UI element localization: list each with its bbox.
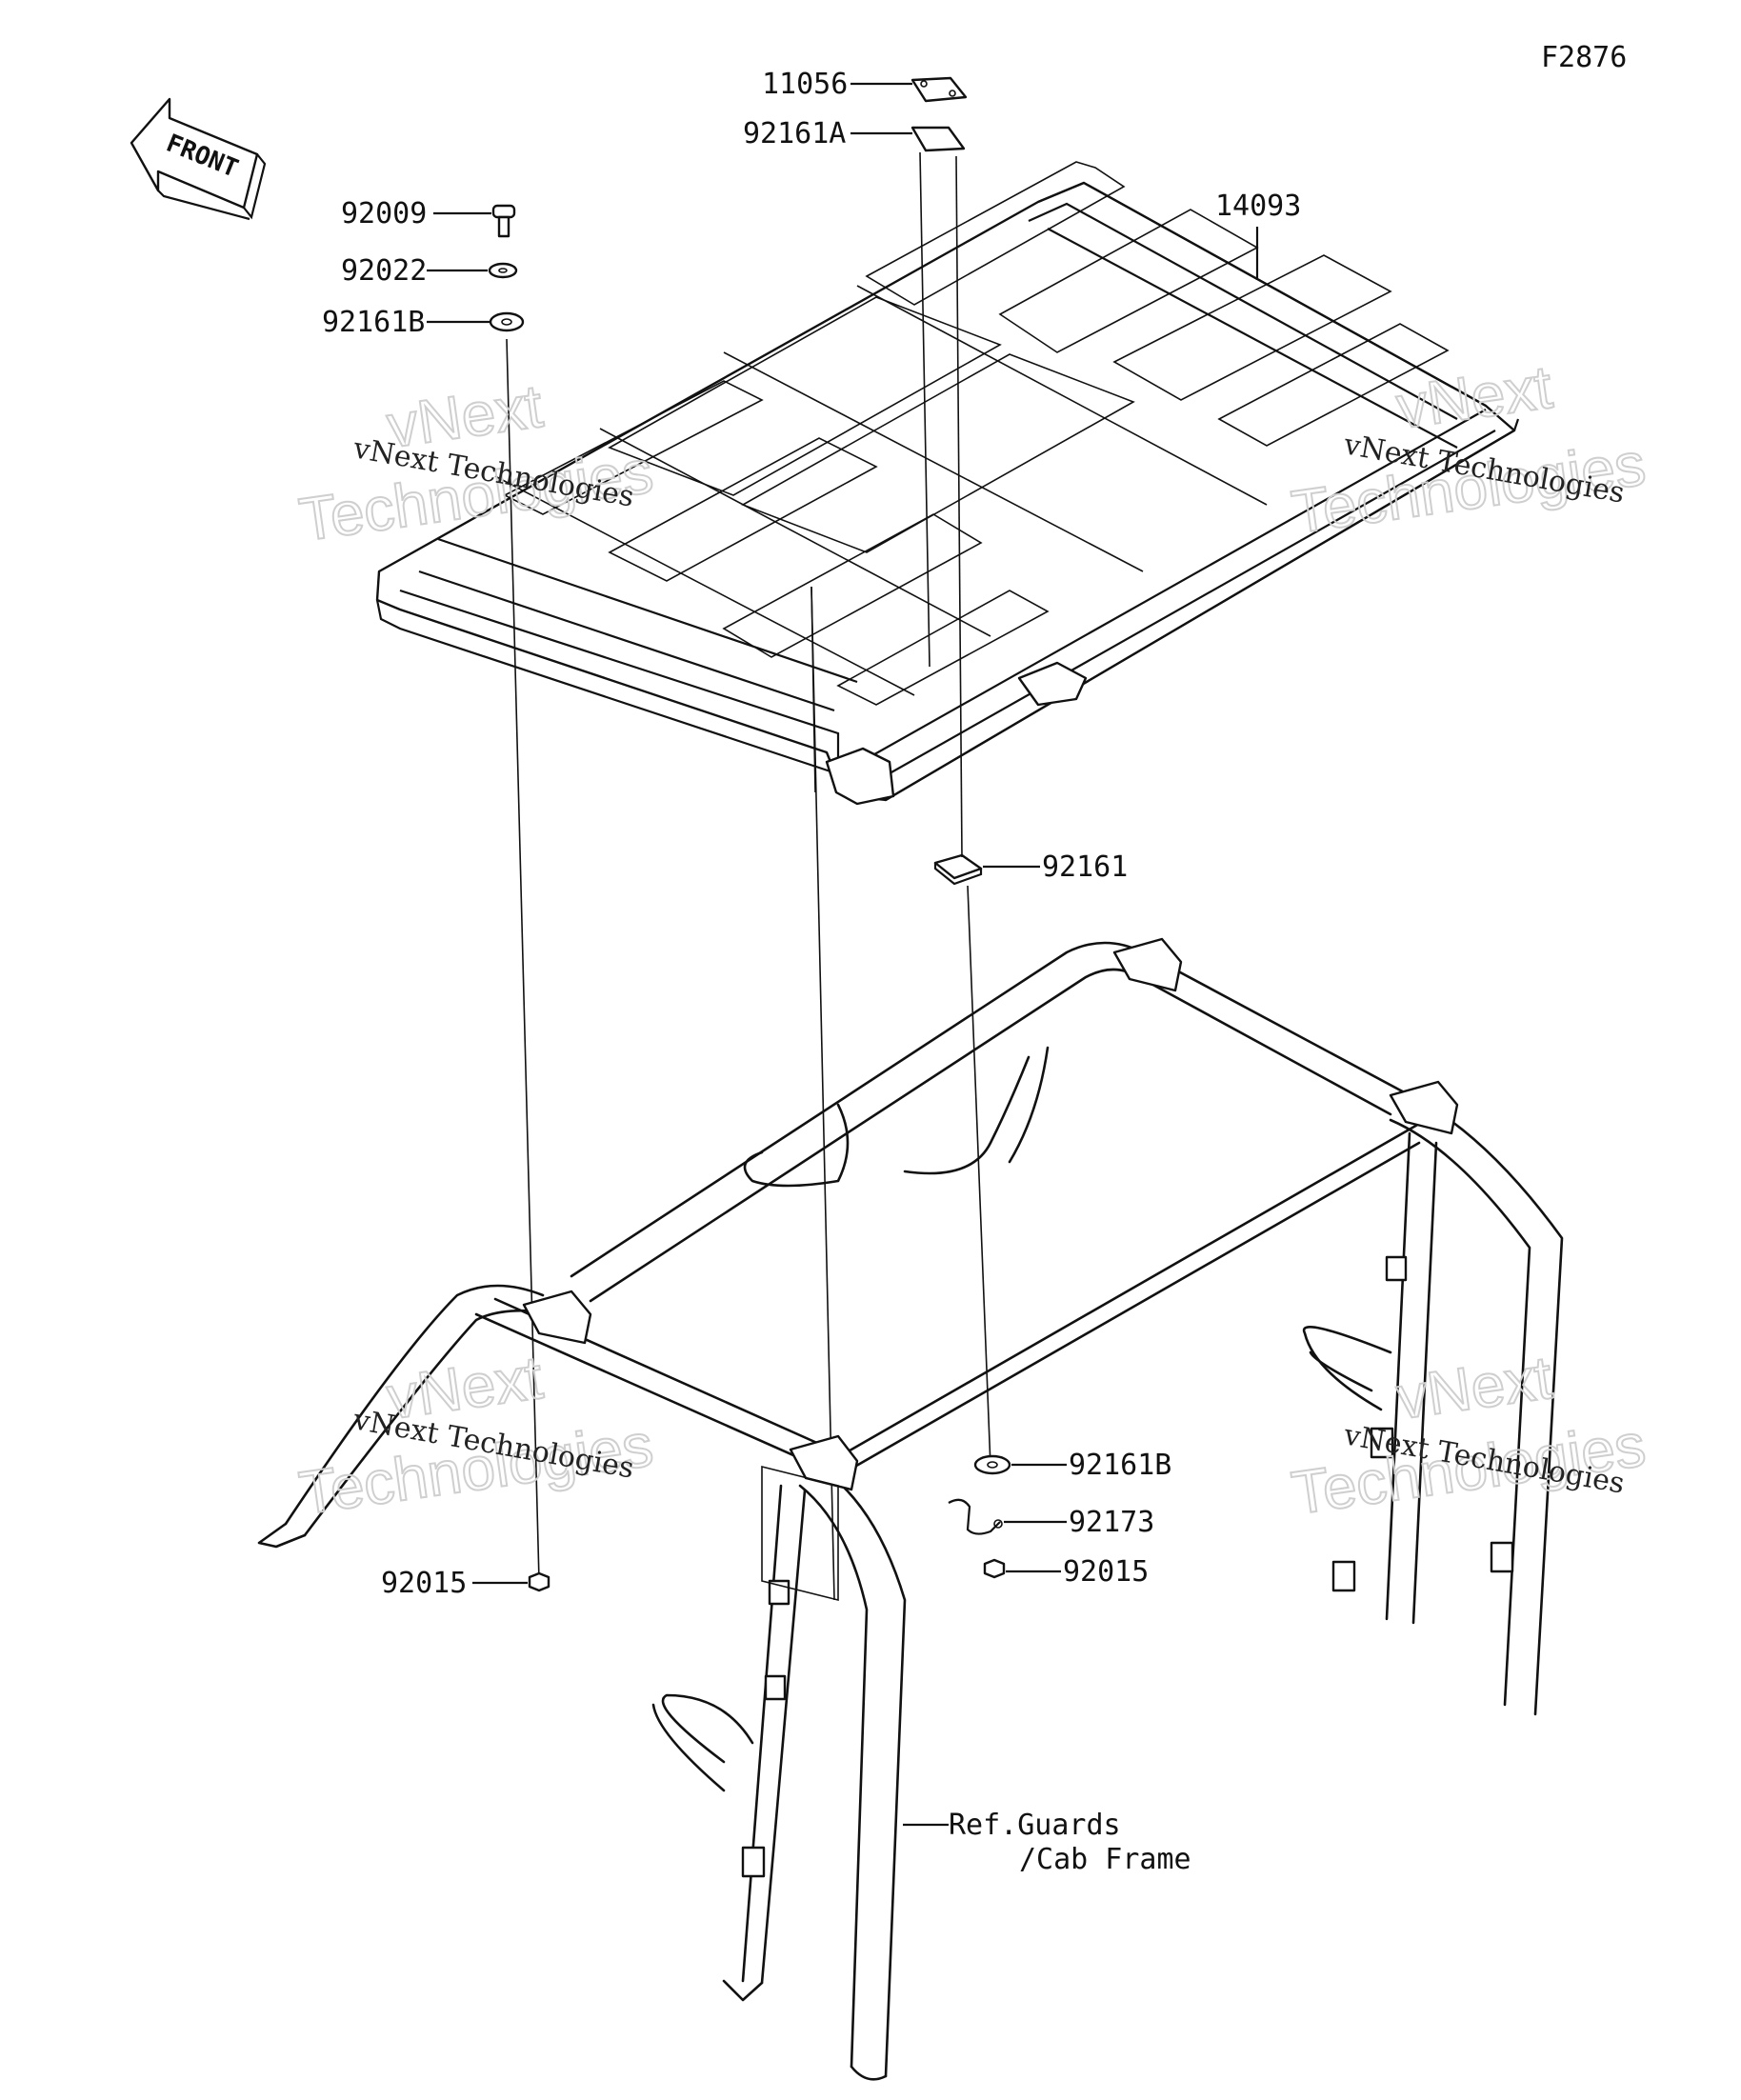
roof-panel-14093 — [375, 161, 1520, 806]
bolt-92009-icon — [491, 204, 516, 238]
label-92015-right: 92015 — [1063, 1555, 1149, 1589]
label-92161: 92161 — [1042, 850, 1128, 884]
label-92161A: 92161A — [743, 117, 846, 150]
label-92015-left: 92015 — [381, 1567, 467, 1600]
front-arrow-icon: FRONT — [130, 97, 267, 221]
assembly-line-mid-b — [810, 586, 816, 793]
pad-92161-icon — [933, 853, 983, 886]
pad-92161B-top-icon — [489, 311, 525, 332]
watermark-4: vNext Technologies vNext Technologies — [1287, 1342, 1651, 1529]
ref-label-line1: Ref.Guards — [949, 1809, 1121, 1842]
label-92009: 92009 — [341, 197, 427, 230]
label-92161B-top: 92161B — [322, 306, 425, 339]
pad-92161A-icon — [911, 126, 966, 152]
svg-text:vNext: vNext — [1392, 1343, 1556, 1432]
label-11056: 11056 — [762, 68, 848, 101]
nut-92015-left-icon — [528, 1571, 550, 1592]
figure-code: F2876 — [1541, 41, 1627, 74]
cab-frame — [257, 937, 1564, 2081]
assembly-line-right — [967, 885, 991, 1468]
label-92161B-bottom: 92161B — [1069, 1449, 1171, 1482]
assembly-line-center-b — [955, 155, 963, 858]
label-14093: 14093 — [1215, 190, 1301, 223]
label-92173: 92173 — [1069, 1506, 1154, 1539]
plate-11056-icon — [911, 76, 968, 103]
nut-92015-right-icon — [983, 1558, 1006, 1579]
assembly-line-center-a — [919, 151, 931, 668]
washer-92022-icon — [488, 262, 518, 279]
clamp-92173-icon — [948, 1498, 1003, 1535]
ref-label-line2: /Cab Frame — [1019, 1843, 1191, 1876]
assembly-line-left — [506, 338, 540, 1582]
svg-text:vNext: vNext — [1392, 352, 1556, 442]
label-92022: 92022 — [341, 254, 427, 288]
pad-92161B-bottom-icon — [973, 1454, 1011, 1475]
